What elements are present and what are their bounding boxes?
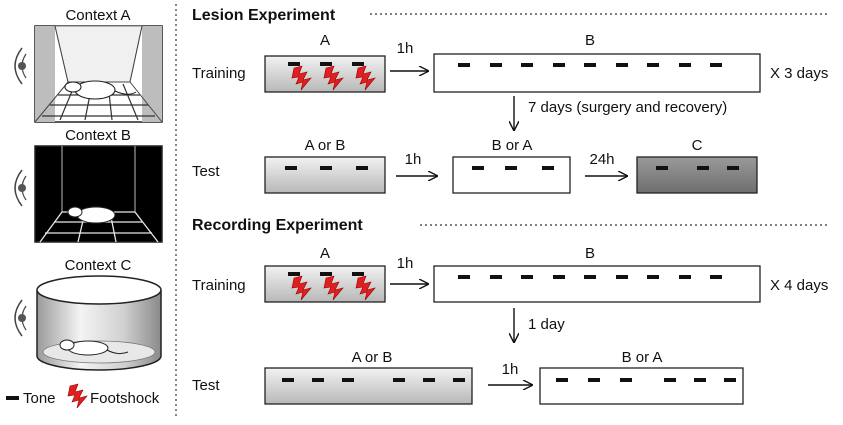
tone-legend-symbol	[6, 396, 19, 400]
recording-training-gap: 1h	[397, 255, 414, 272]
lesion-test-box2-label: B or A	[492, 137, 533, 154]
eye-icon	[14, 47, 27, 85]
recording-training-repeat: X 4 days	[770, 277, 828, 294]
footshock-legend-icon	[67, 383, 88, 409]
recording-test-box1-label: A or B	[352, 349, 393, 366]
lesion-title: Lesion Experiment	[192, 7, 336, 24]
lesion-test-box3-label: C	[692, 137, 703, 154]
legend: Tone Footshock	[6, 383, 160, 409]
recording-test-gap: 1h	[502, 361, 519, 378]
lesion-training-box-a-label: A	[320, 32, 330, 49]
legend-tone: Tone	[23, 390, 56, 407]
lesion-test-box-a-or-b	[264, 156, 386, 194]
context-c-title: Context C	[65, 257, 132, 274]
lesion-transition-label: 7 days (surgery and recovery)	[528, 99, 727, 116]
recording-training-box-b	[433, 265, 761, 303]
lesion-training-box-b	[433, 53, 761, 93]
lesion-training-repeat: X 3 days	[770, 65, 828, 82]
lesion-training-box-a	[264, 55, 386, 93]
eye-icon	[14, 299, 27, 337]
lesion-test-label: Test	[192, 163, 220, 180]
lesion-test-gap1: 1h	[405, 151, 422, 168]
lesion-test-gap2: 24h	[589, 151, 614, 168]
recording-test-box2-label: B or A	[622, 349, 663, 366]
lesion-test-box1-label: A or B	[305, 137, 346, 154]
recording-test-box-b-or-a	[539, 367, 744, 405]
recording-training-box-b-label: B	[585, 245, 595, 262]
legend-footshock: Footshock	[90, 390, 160, 407]
recording-test-label: Test	[192, 377, 220, 394]
recording-training-box-a-label: A	[320, 245, 330, 262]
context-a-title: Context A	[65, 7, 130, 24]
recording-training-box-a	[264, 265, 386, 303]
recording-title: Recording Experiment	[192, 217, 363, 234]
lesion-training-box-b-label: B	[585, 32, 595, 49]
context-a-illustration	[34, 25, 163, 123]
recording-transition-label: 1 day	[528, 316, 565, 333]
context-b-title: Context B	[65, 127, 131, 144]
lesion-training-label: Training	[192, 65, 246, 82]
lesion-test-box-b-or-a	[452, 156, 571, 194]
recording-test-box-a-or-b	[264, 367, 473, 405]
lesion-training-gap: 1h	[397, 40, 414, 57]
lesion-test-box-c	[636, 156, 758, 194]
eye-icon	[14, 169, 27, 207]
context-c-illustration	[36, 275, 162, 371]
context-b-illustration	[34, 145, 163, 243]
recording-training-label: Training	[192, 277, 246, 294]
